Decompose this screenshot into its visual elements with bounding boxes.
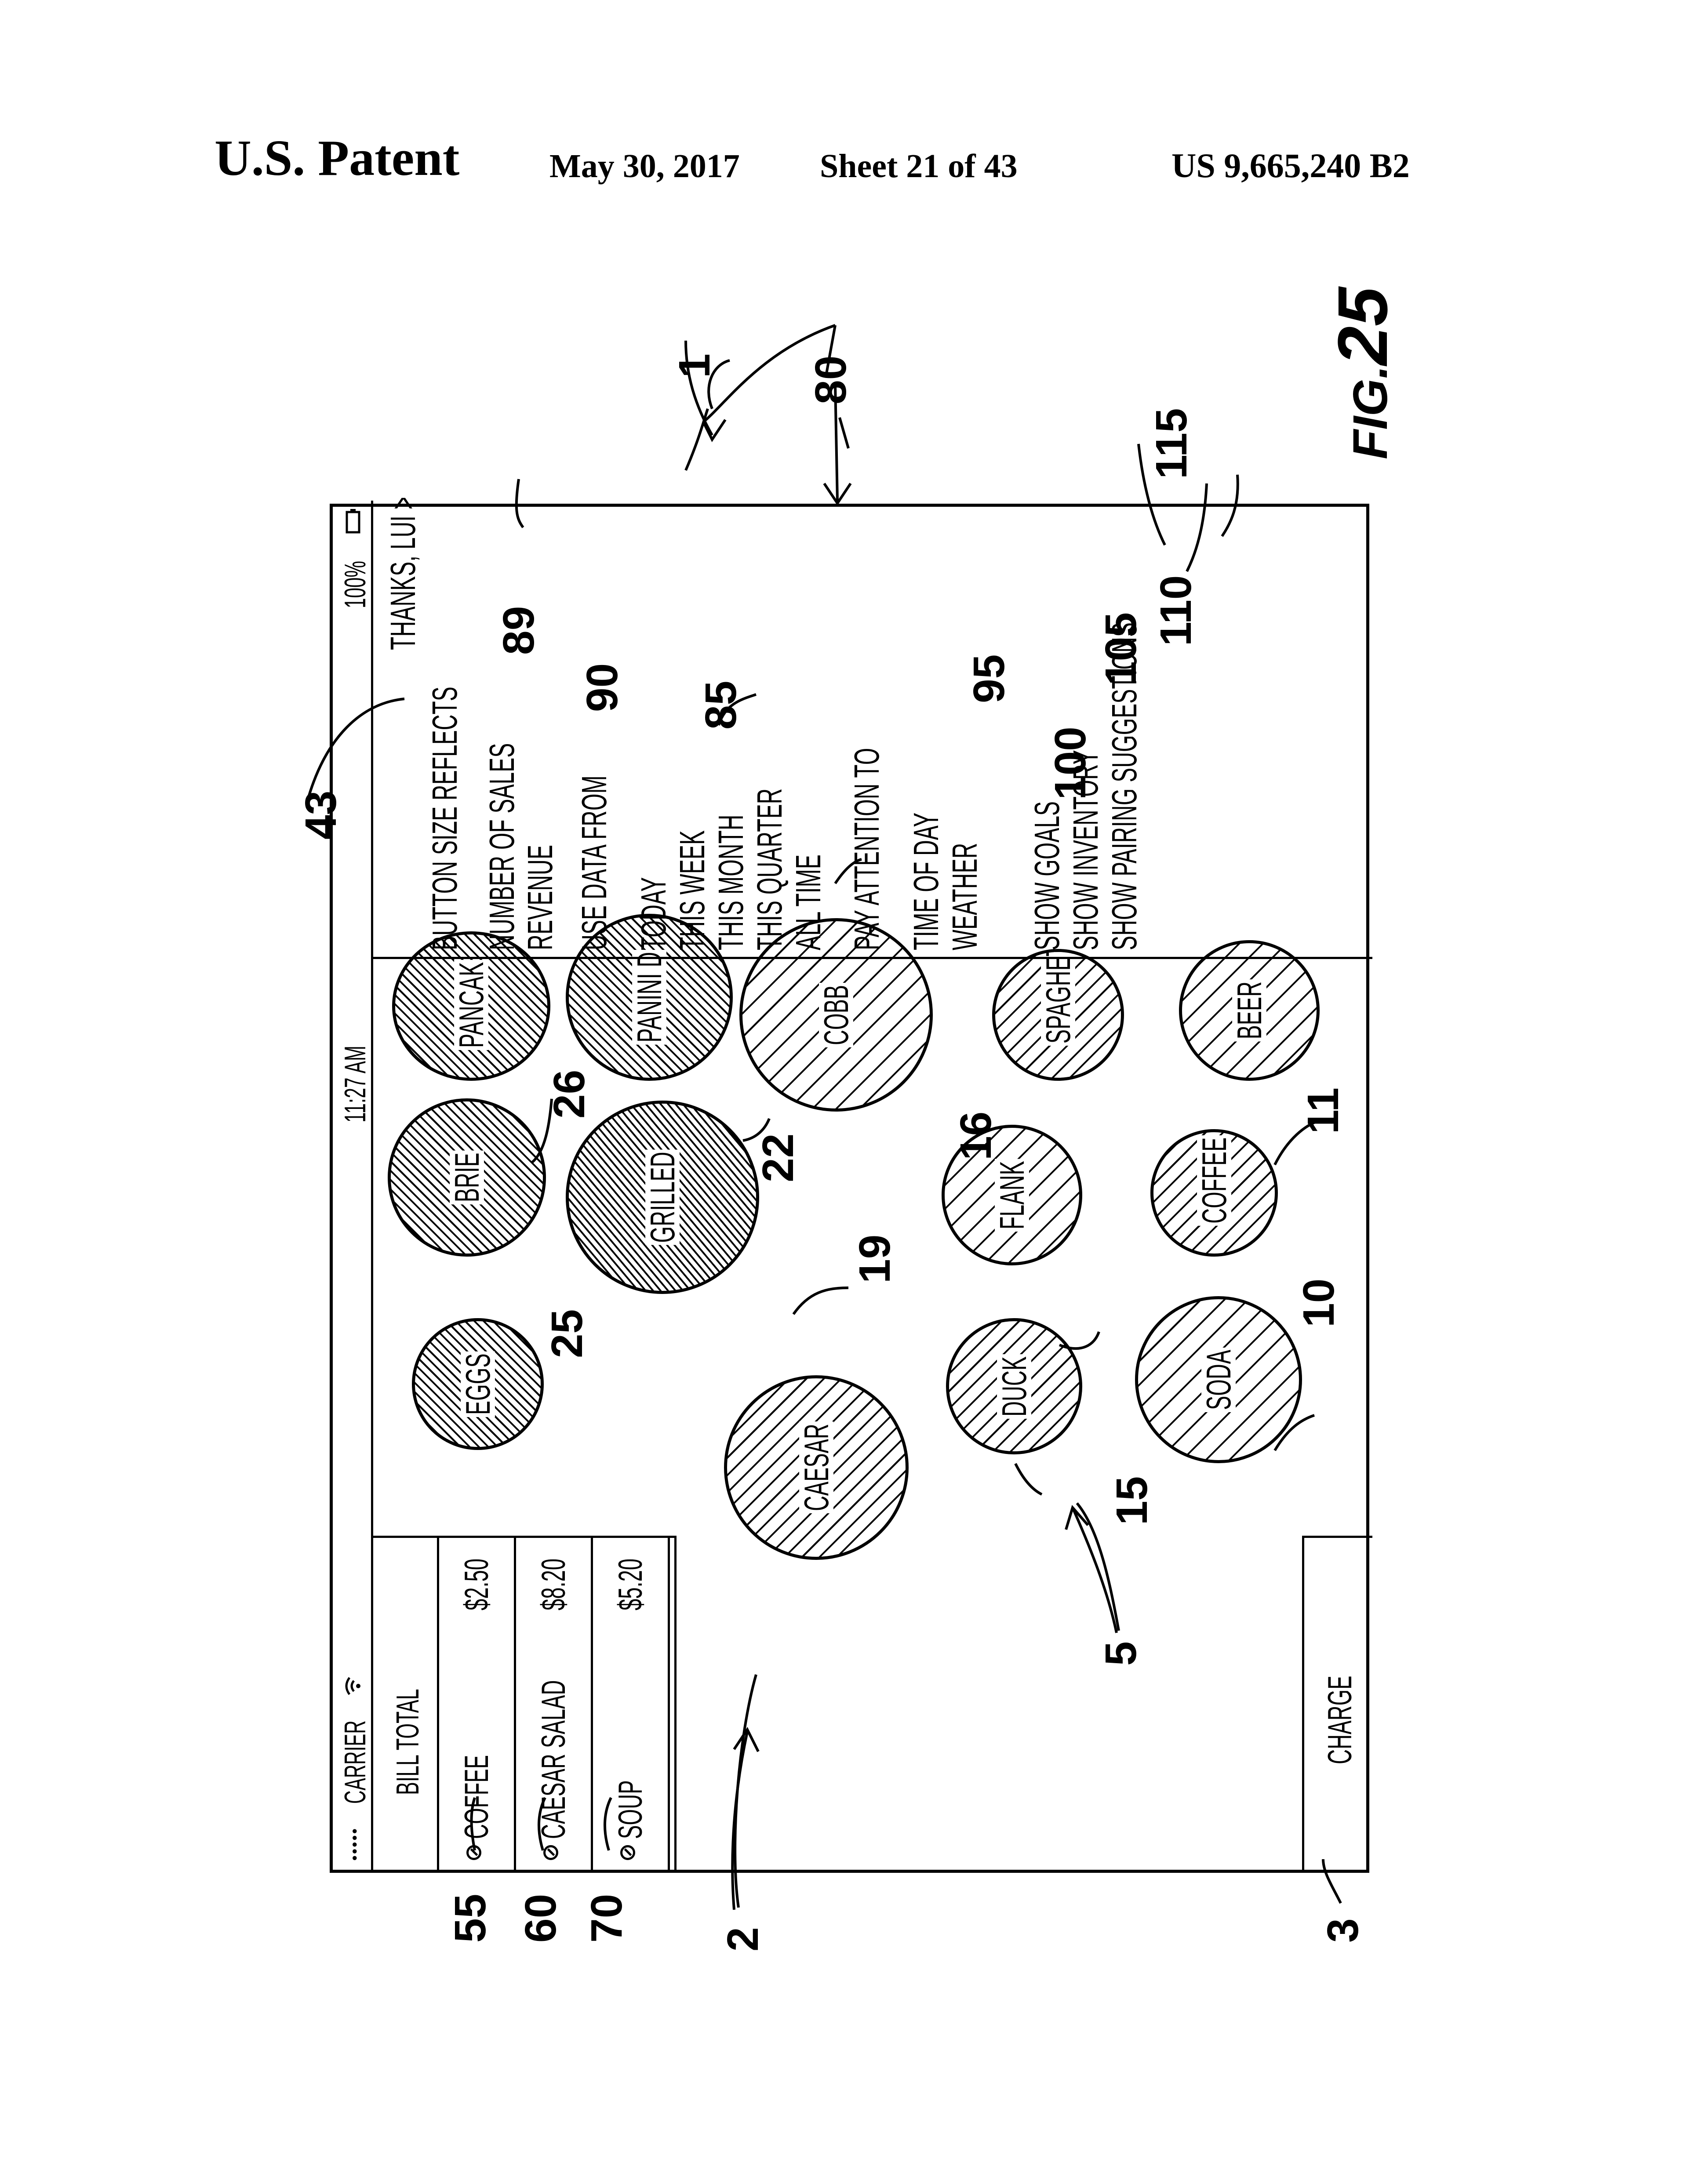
ref-80: 80 xyxy=(806,355,855,404)
pos-device-drawing: ●●●●● CARRIER 11:27 AM 100% BILL TOTAL C… xyxy=(330,497,1372,1873)
device-screen: ●●●●● CARRIER 11:27 AM 100% BILL TOTAL C… xyxy=(330,497,1372,1873)
publication-date: May 30, 2017 xyxy=(549,148,740,185)
ref-26: 26 xyxy=(545,1069,594,1119)
ref-90: 90 xyxy=(578,663,627,712)
ref-89: 89 xyxy=(494,606,543,655)
sheet-number: Sheet 21 of 43 xyxy=(820,148,1018,185)
ref-70: 70 xyxy=(582,1893,631,1943)
ref-3: 3 xyxy=(1318,1918,1368,1943)
ref-110: 110 xyxy=(1151,575,1201,646)
ref-55: 55 xyxy=(446,1893,495,1943)
ref-10: 10 xyxy=(1294,1278,1343,1327)
ref-115: 115 xyxy=(1147,408,1196,479)
ref-25: 25 xyxy=(542,1309,592,1358)
ref-15: 15 xyxy=(1107,1476,1157,1525)
battery-icon xyxy=(346,509,360,534)
publication-title: U.S. Patent xyxy=(215,130,460,186)
wifi-icon xyxy=(345,1677,360,1695)
figure-label-number: 25 xyxy=(1323,287,1402,366)
figure-label-prefix: FIG. xyxy=(1343,365,1397,459)
patent-number: US 9,665,240 B2 xyxy=(1171,146,1410,185)
ref-22: 22 xyxy=(753,1133,803,1182)
ref-43: 43 xyxy=(296,790,346,839)
ref-85: 85 xyxy=(696,680,746,730)
ref-95: 95 xyxy=(964,654,1014,703)
figure-label: FIG.25 xyxy=(1323,287,1402,459)
ref-2: 2 xyxy=(718,1927,768,1951)
ref-5: 5 xyxy=(1096,1641,1146,1666)
ref-19: 19 xyxy=(850,1234,899,1283)
ref-16: 16 xyxy=(951,1111,1000,1160)
ref-11: 11 xyxy=(1299,1087,1348,1134)
ref-60: 60 xyxy=(516,1893,565,1943)
ref-105: 105 xyxy=(1096,612,1146,686)
ref-100: 100 xyxy=(1046,727,1095,800)
ref-1: 1 xyxy=(670,353,719,378)
status-bar: ●●●●● CARRIER 11:27 AM 100% xyxy=(333,501,373,1870)
